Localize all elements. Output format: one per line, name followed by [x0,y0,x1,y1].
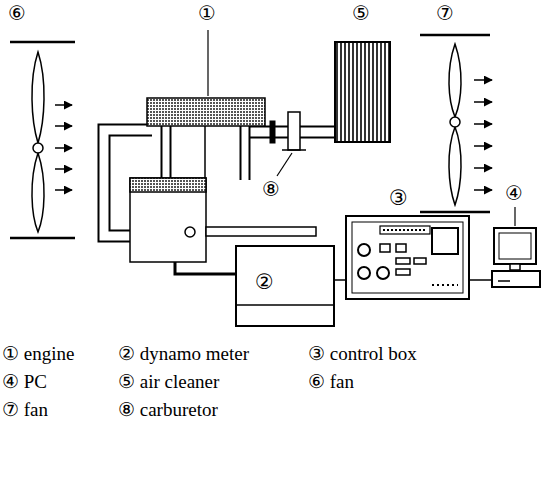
intake [270,42,390,150]
carburetor [288,112,300,150]
airflow-arrow [55,189,72,191]
key-entry: ① engine [2,343,74,365]
panel-knob [358,267,370,279]
key-entry: ② dynamo meter [118,343,249,365]
pc-slot [498,280,510,282]
callout-number: ⑤ [352,2,370,25]
panel-button [380,244,390,252]
airflow-arrow [474,101,492,103]
panel-display [380,226,430,234]
panel-button [396,269,410,275]
control-panel [352,222,463,293]
engine-block-top [130,178,206,192]
engine-shaft [175,262,235,274]
callout-number: ④ [505,182,523,205]
pc-stand [510,264,520,270]
leaders [208,30,515,226]
fan-bar [420,211,490,214]
airflow-arrow [474,79,492,81]
leader-line [277,153,292,176]
fan-hub [33,143,43,153]
fan-hub [450,117,460,127]
callout-number: ① [198,2,216,25]
carburetor-bowl [282,149,306,151]
key-entry: ⑤ air cleaner [118,371,219,393]
leader-line [207,30,208,96]
pc-monitor [494,228,536,264]
fan-bar [10,237,75,240]
control-box: ③ [345,215,470,300]
dynamo-base-line [235,304,335,306]
panel-segments [383,229,427,231]
key-entry: ③ control box [308,343,417,365]
fan-right [420,35,492,212]
airflow-arrow [55,125,72,127]
cylinder-head [147,98,265,126]
key-entry: ⑥ fan [308,371,354,393]
airflow-arrow [55,168,72,170]
key-entry: ④ PC [2,371,47,393]
callout-number: ③ [389,187,408,210]
data-cable [470,279,492,281]
panel-button [396,258,410,264]
airflow-arrow [55,147,72,149]
panel-knob [358,244,370,256]
dynamometer-box: ② [235,245,335,327]
panel-screen [432,228,458,254]
engine-port [185,227,195,237]
callout-number: ⑥ [8,2,26,25]
callout-number: ⑦ [436,2,454,25]
engine-stem [204,126,206,178]
fan-bar [10,41,75,44]
pipe-stem [240,124,251,180]
fan-blade [32,153,44,232]
flange [270,121,275,143]
key-entry: ⑦ fan [2,399,48,421]
airflow-arrow [474,167,492,169]
panel-button [414,258,426,264]
pc-screen [499,233,531,259]
fan-blade [449,127,461,205]
signal-wire [335,279,345,281]
air-cleaner [335,42,390,142]
callout-number: ② [255,271,274,294]
leader-line [514,207,515,226]
airflow-arrow [474,123,492,125]
pipe-stem-inner [163,124,170,180]
panel-face [352,222,463,293]
key-entry: ⑧ carburetor [118,399,218,421]
panel-button [396,244,406,252]
pipe-stem-inner [242,124,249,180]
fan-left [10,42,75,238]
fan-blade [449,44,461,117]
airflow-arrow [55,104,72,106]
panel-leds [432,284,458,286]
callout-number: ⑧ [262,178,280,201]
panel-knob [377,267,389,279]
engine-block [130,178,206,262]
pipe-stem [161,124,172,180]
airflow-arrow [474,145,492,147]
engine [130,98,316,274]
pc [470,228,540,287]
fan-blade [32,52,44,143]
engine-bed [206,227,316,236]
airflow-arrow [474,189,492,191]
pc-case [492,271,540,287]
fan-bar [420,34,490,37]
